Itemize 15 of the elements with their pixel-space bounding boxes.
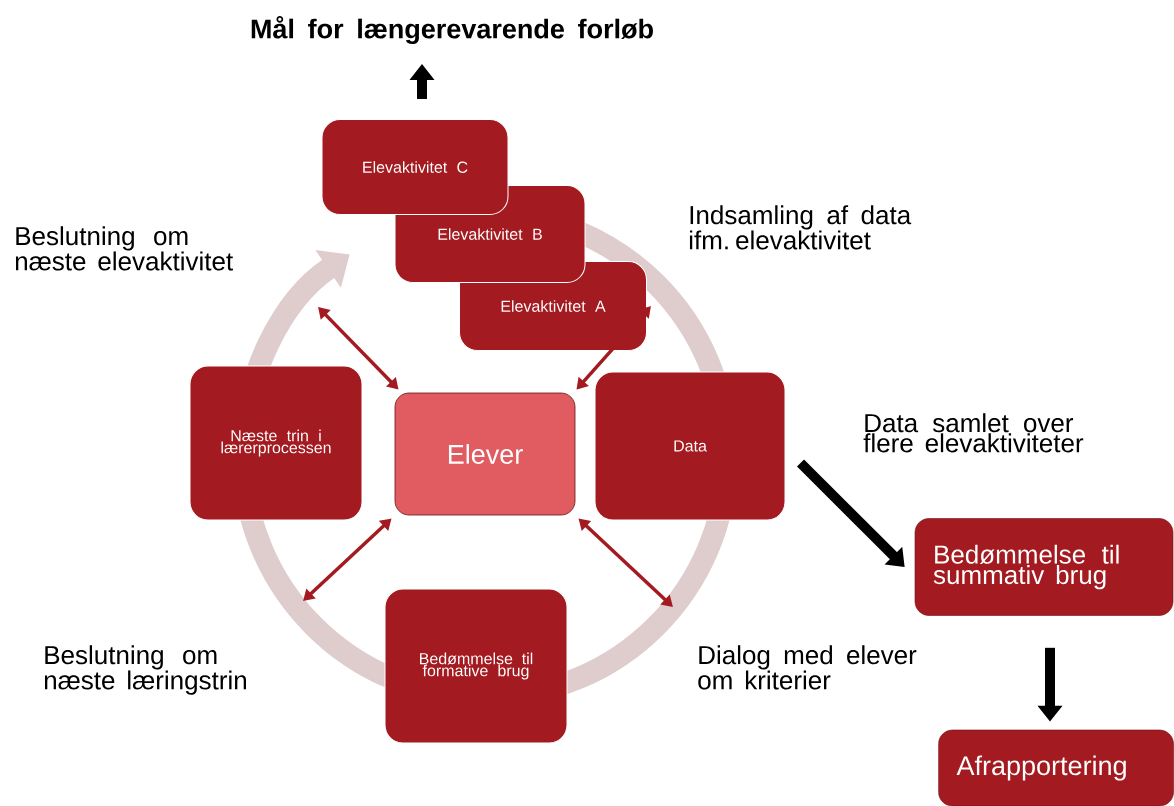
note-text: Data samlet over flere elevaktiviteter (863, 413, 1084, 453)
arrow (797, 459, 905, 567)
heading: Mål for længerevarende forløb (251, 16, 653, 44)
process-box: Data (594, 371, 786, 521)
center-box: Elever (394, 392, 576, 516)
process-box: Bedømmelse til summativ brug (914, 518, 1174, 616)
arrow (318, 307, 399, 390)
note-text: Dialog med elever om kriterier (698, 645, 917, 690)
process-box: Elevaktivitet C (321, 119, 509, 215)
process-box: Næste trin i lærerprocessen (189, 365, 363, 521)
process-box: Afrapportering (938, 729, 1174, 806)
note-text: Beslutning om næste læringstrin (44, 645, 246, 695)
process-box: Bedømmelse til formative brug (384, 588, 568, 744)
note-text: Indsamling af data ifm. elevaktivitet (689, 205, 912, 250)
note-text: Beslutning om næste elevaktivitet (15, 226, 233, 271)
